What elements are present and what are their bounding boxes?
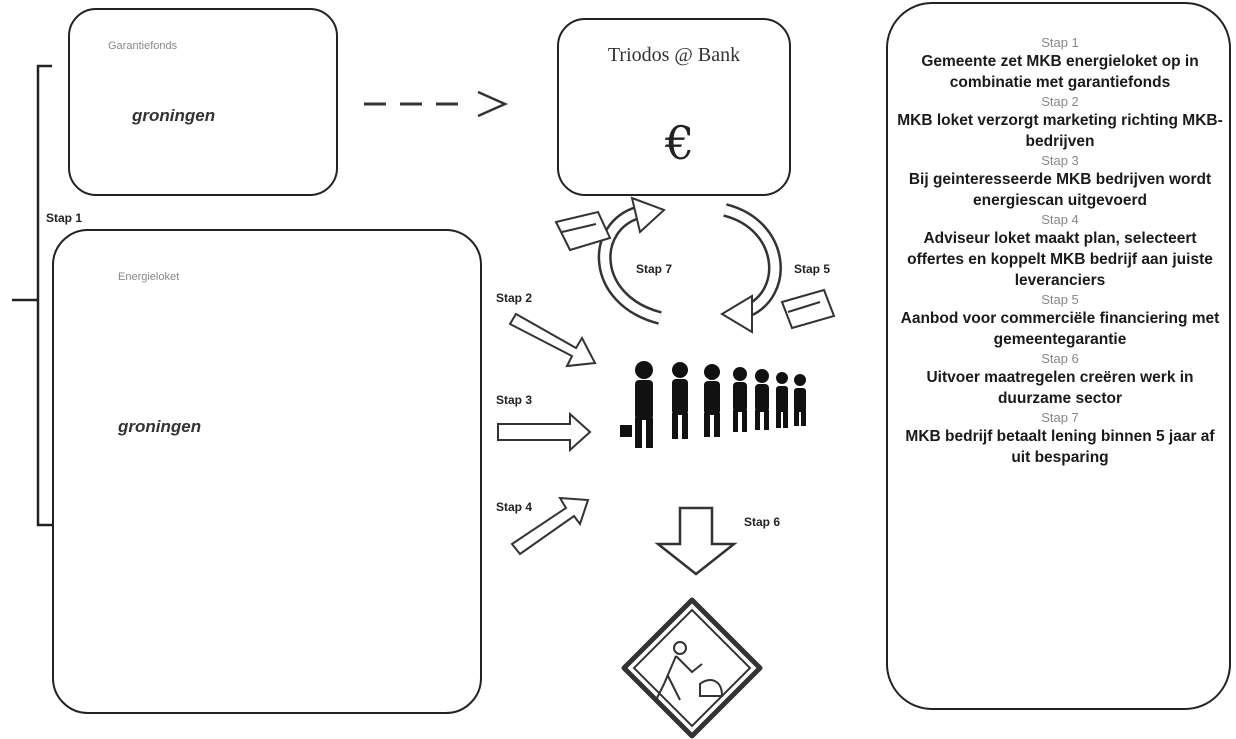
bank-box: Triodos @ Bank € xyxy=(557,18,791,196)
step-description: Uitvoer maatregelen creëren werk in duur… xyxy=(926,369,1194,407)
stap2-arrow xyxy=(508,312,597,368)
money-bills-icon xyxy=(780,288,836,330)
step-description: Aanbod voor commerciële financiering met… xyxy=(900,310,1220,348)
step-description: Bij geinteresseerde MKB bedrijven wordt … xyxy=(908,171,1212,209)
step-item: Stap 5 Aanbod voor commerciële financieri… xyxy=(895,291,1225,350)
step-item: Stap 4 Adviseur loket maakt plan, selecte… xyxy=(895,211,1225,291)
box-label: Garantiefonds xyxy=(108,40,178,52)
construction-sign-icon xyxy=(621,597,763,739)
dashed-arrow xyxy=(364,90,509,118)
steps-list: Stap 1 Gemeente zet MKB energieloket op i… xyxy=(895,34,1225,468)
groningen-logo-text: groningen xyxy=(118,417,202,436)
stap4-label: Stap 4 xyxy=(496,500,533,514)
step-item: Stap 7 MKB bedrijf betaalt lening binnen … xyxy=(895,409,1225,468)
step-item: Stap 1 Gemeente zet MKB energieloket op i… xyxy=(895,34,1225,93)
money-bills-icon xyxy=(554,210,612,252)
box-label: Energieloket xyxy=(118,271,180,283)
groningen-logo-text: groningen xyxy=(132,106,216,125)
stap4-arrow xyxy=(510,496,590,556)
stap1-label: Stap 1 xyxy=(46,211,83,225)
stap7-label: Stap 7 xyxy=(636,262,673,276)
step-heading: Stap 1 xyxy=(1041,35,1079,50)
step-heading: Stap 2 xyxy=(1041,94,1079,109)
step-heading: Stap 7 xyxy=(1041,410,1079,425)
step-description: MKB bedrijf betaalt lening binnen 5 jaar… xyxy=(905,428,1215,466)
people-group-icon xyxy=(620,361,806,448)
steps-panel xyxy=(886,2,1231,710)
euro-icon: € xyxy=(665,116,695,170)
step-heading: Stap 4 xyxy=(1041,212,1079,227)
cycle-arrow-right xyxy=(720,203,782,334)
garantiefonds-box: Garantiefonds groningen xyxy=(68,8,338,196)
step-heading: Stap 6 xyxy=(1041,351,1079,366)
energieloket-box: Energieloket groningen xyxy=(52,229,482,714)
stap3-arrow xyxy=(497,411,592,453)
bank-name: Triodos @ Bank xyxy=(607,44,741,66)
stap2-label: Stap 2 xyxy=(496,291,533,305)
step-item: Stap 6 Uitvoer maatregelen creëren werk i… xyxy=(895,350,1225,409)
step-item: Stap 2 MKB loket verzorgt marketing richt… xyxy=(895,93,1225,152)
step-item: Stap 3 Bij geinteresseerde MKB bedrijven … xyxy=(895,152,1225,211)
stap6-label: Stap 6 xyxy=(744,515,781,529)
step-description: MKB loket verzorgt marketing richting MK… xyxy=(897,112,1223,150)
stap3-label: Stap 3 xyxy=(496,393,533,407)
step-description: Adviseur loket maakt plan, selecteert of… xyxy=(907,230,1213,289)
stap6-arrow xyxy=(654,506,738,576)
step-heading: Stap 5 xyxy=(1041,292,1079,307)
step-heading: Stap 3 xyxy=(1041,153,1079,168)
stap1-bracket xyxy=(12,64,52,527)
step-description: Gemeente zet MKB energieloket op in comb… xyxy=(921,53,1199,91)
stap5-label: Stap 5 xyxy=(794,262,831,276)
cycle-arrow-left xyxy=(597,196,666,325)
